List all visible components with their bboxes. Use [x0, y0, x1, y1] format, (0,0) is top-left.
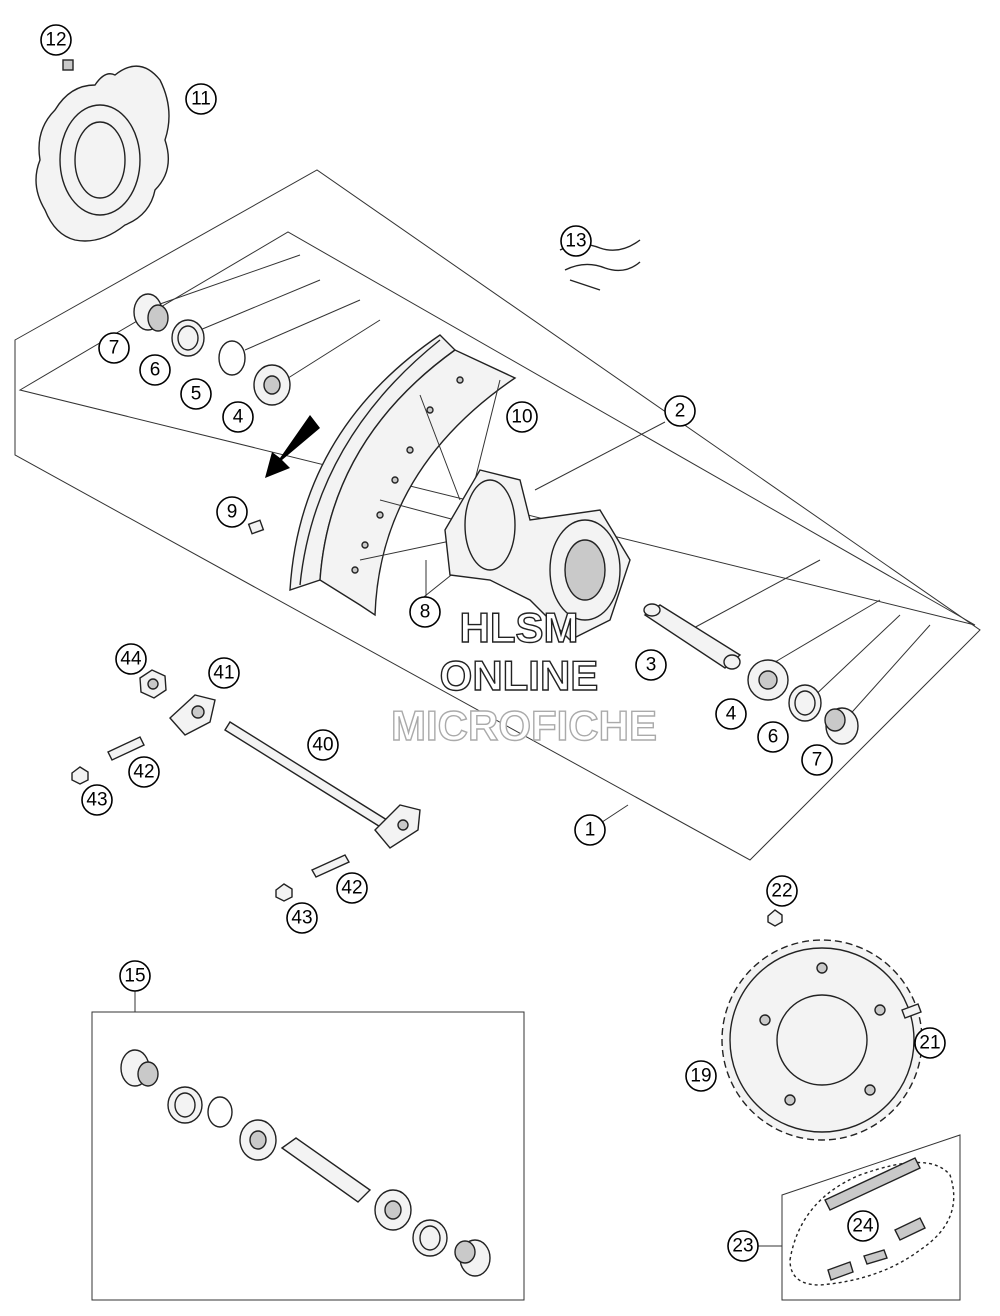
- callout-7-left: 7: [98, 332, 130, 364]
- adjusting-screw-right: [311, 854, 350, 878]
- callout-19: 19: [685, 1060, 717, 1092]
- callout-13: 13: [560, 225, 592, 257]
- spacer-tube: [643, 603, 742, 670]
- svg-text:23: 23: [732, 1236, 753, 1257]
- watermark-line-3: MICROFICHE: [391, 702, 657, 749]
- rotation-arrow-icon: [265, 415, 320, 478]
- callout-11: 11: [185, 83, 217, 115]
- callout-44: 44: [115, 643, 147, 675]
- callout-22: 22: [766, 875, 798, 907]
- svg-text:4: 4: [233, 407, 244, 428]
- svg-text:19: 19: [690, 1066, 711, 1087]
- svg-text:10: 10: [511, 407, 532, 428]
- watermark-line-2: ONLINE: [440, 652, 599, 699]
- svg-text:7: 7: [812, 750, 823, 771]
- adjusting-screw-left: [107, 736, 145, 761]
- callout-10: 10: [506, 401, 538, 433]
- circlip: [218, 340, 246, 376]
- callout-3: 3: [635, 649, 667, 681]
- svg-text:7: 7: [109, 338, 120, 359]
- callout-43-right: 43: [286, 902, 318, 934]
- rear-sprocket: [721, 939, 923, 1141]
- callout-7-right: 7: [801, 744, 833, 776]
- left-bearing: [253, 364, 291, 406]
- lock-nut-left: [71, 766, 89, 785]
- right-bearing: [747, 659, 789, 701]
- callout-15: 15: [119, 960, 151, 992]
- svg-text:11: 11: [191, 89, 211, 110]
- svg-text:24: 24: [852, 1216, 874, 1237]
- callout-43-left: 43: [81, 784, 113, 816]
- right-bearing-leaders: [689, 559, 931, 721]
- rim-lock-valve: [247, 519, 265, 535]
- callout-4-right: 4: [715, 698, 747, 730]
- callout-42-right: 42: [336, 872, 368, 904]
- svg-text:42: 42: [133, 762, 154, 783]
- wheel-assembly-outline: [14, 169, 981, 861]
- chain-kit-outline: [781, 1134, 961, 1301]
- callout-24: 24: [847, 1210, 879, 1242]
- disc-bolt: [62, 59, 74, 71]
- svg-text:43: 43: [291, 908, 312, 929]
- svg-text:6: 6: [768, 727, 779, 748]
- callout-2: 2: [664, 395, 696, 427]
- brake-disc: [35, 65, 170, 242]
- hub: [444, 469, 631, 641]
- lock-nut-right: [275, 883, 293, 902]
- svg-text:43: 43: [86, 790, 107, 811]
- callout-40: 40: [307, 729, 339, 761]
- chain-adjuster-left: [169, 694, 216, 736]
- wheel-axle: [224, 721, 421, 849]
- svg-text:8: 8: [420, 602, 431, 623]
- callout-6-left: 6: [139, 354, 171, 386]
- svg-text:42: 42: [341, 878, 362, 899]
- left-spacer: [133, 293, 169, 332]
- svg-text:41: 41: [213, 663, 234, 684]
- callout-12: 12: [40, 24, 72, 56]
- callout-8: 8: [409, 596, 441, 628]
- sprocket-screw: [901, 1003, 922, 1019]
- svg-text:3: 3: [646, 655, 657, 676]
- axle-nut: [139, 669, 167, 699]
- svg-text:4: 4: [726, 704, 737, 725]
- svg-text:2: 2: [675, 401, 686, 422]
- svg-text:44: 44: [120, 649, 142, 670]
- watermark: HLSM ONLINE MICROFICHE: [390, 603, 657, 749]
- sprocket-nut: [767, 909, 783, 927]
- left-shaft-seal: [171, 319, 205, 357]
- watermark-line-1: HLSM: [460, 604, 579, 651]
- svg-text:9: 9: [227, 502, 238, 523]
- callout-23: 23: [727, 1230, 759, 1262]
- svg-text:5: 5: [191, 384, 202, 405]
- svg-text:13: 13: [565, 231, 586, 252]
- kit-parts: [120, 1049, 491, 1277]
- right-spacer: [824, 707, 859, 745]
- bearing-kit-outline: [91, 1011, 525, 1301]
- svg-text:40: 40: [312, 735, 333, 756]
- callout-6-right: 6: [757, 721, 789, 753]
- right-shaft-seal: [788, 684, 822, 722]
- callout-42-left: 42: [128, 756, 160, 788]
- svg-text:12: 12: [45, 30, 66, 51]
- callout-1: 1: [574, 814, 606, 846]
- callout-9: 9: [216, 496, 248, 528]
- left-bearing-leaders: [159, 254, 381, 381]
- callout-21: 21: [914, 1027, 946, 1059]
- callout-41: 41: [208, 657, 240, 689]
- svg-text:21: 21: [919, 1033, 940, 1054]
- svg-text:22: 22: [771, 881, 792, 902]
- rim: [289, 334, 517, 617]
- svg-text:6: 6: [150, 360, 161, 381]
- svg-text:15: 15: [124, 966, 145, 987]
- chain: [789, 1157, 955, 1286]
- svg-text:1: 1: [585, 820, 596, 841]
- callout-5: 5: [180, 378, 212, 410]
- callout-4-left: 4: [222, 401, 254, 433]
